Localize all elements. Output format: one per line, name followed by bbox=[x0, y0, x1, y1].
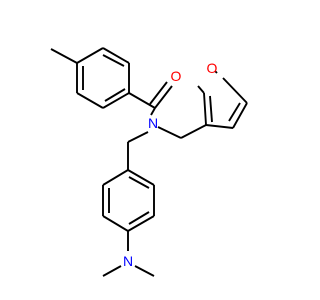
bond-amide bbox=[150, 107, 156, 116]
carbonyl-oxygen-label: O bbox=[171, 68, 182, 84]
bond-ring1-inner bbox=[102, 54, 125, 67]
bond-carbonyl-double bbox=[149, 81, 168, 105]
bond-carbonyl-double bbox=[154, 85, 173, 109]
molecule-structure-diagram: O O N N bbox=[50, 47, 248, 277]
bond-furan bbox=[222, 77, 248, 104]
bond-ring2 bbox=[127, 215, 155, 232]
bond-ring2 bbox=[127, 169, 155, 186]
bond-n-ch2-benzyl bbox=[127, 131, 149, 143]
bond-furan bbox=[197, 85, 205, 94]
bond-furan bbox=[205, 124, 234, 129]
amine-nitrogen-label: N bbox=[123, 253, 133, 269]
bond-furan bbox=[232, 102, 248, 129]
bond-ch2-furan bbox=[180, 124, 207, 139]
bond-furan bbox=[214, 70, 218, 74]
bond-furan-inner bbox=[228, 102, 241, 122]
furan-oxygen-label: O bbox=[207, 60, 218, 76]
bond-ring2-inner bbox=[128, 211, 150, 225]
bond-amine-methyl-left bbox=[102, 265, 122, 277]
bonds bbox=[50, 47, 248, 277]
bond-ring1 bbox=[76, 47, 104, 64]
bond-ring2-inner bbox=[128, 176, 150, 189]
bond-ring1-inner bbox=[104, 88, 126, 102]
bond-ring-carbonyl bbox=[128, 92, 156, 109]
bond-ring2 bbox=[102, 169, 129, 186]
bond-ring1 bbox=[76, 92, 104, 109]
bond-furan bbox=[203, 92, 207, 126]
bond-ring2 bbox=[102, 215, 129, 232]
bond-methyl bbox=[50, 48, 78, 64]
bond-n-ch2-furan bbox=[157, 126, 182, 139]
bond-amine-methyl-right bbox=[134, 265, 155, 277]
bond-ring1 bbox=[102, 92, 130, 109]
amide-nitrogen-label: N bbox=[148, 115, 158, 131]
bond-ring1 bbox=[102, 47, 130, 64]
atom-labels: O O N N bbox=[123, 60, 218, 269]
bond-furan-inner bbox=[209, 95, 213, 123]
